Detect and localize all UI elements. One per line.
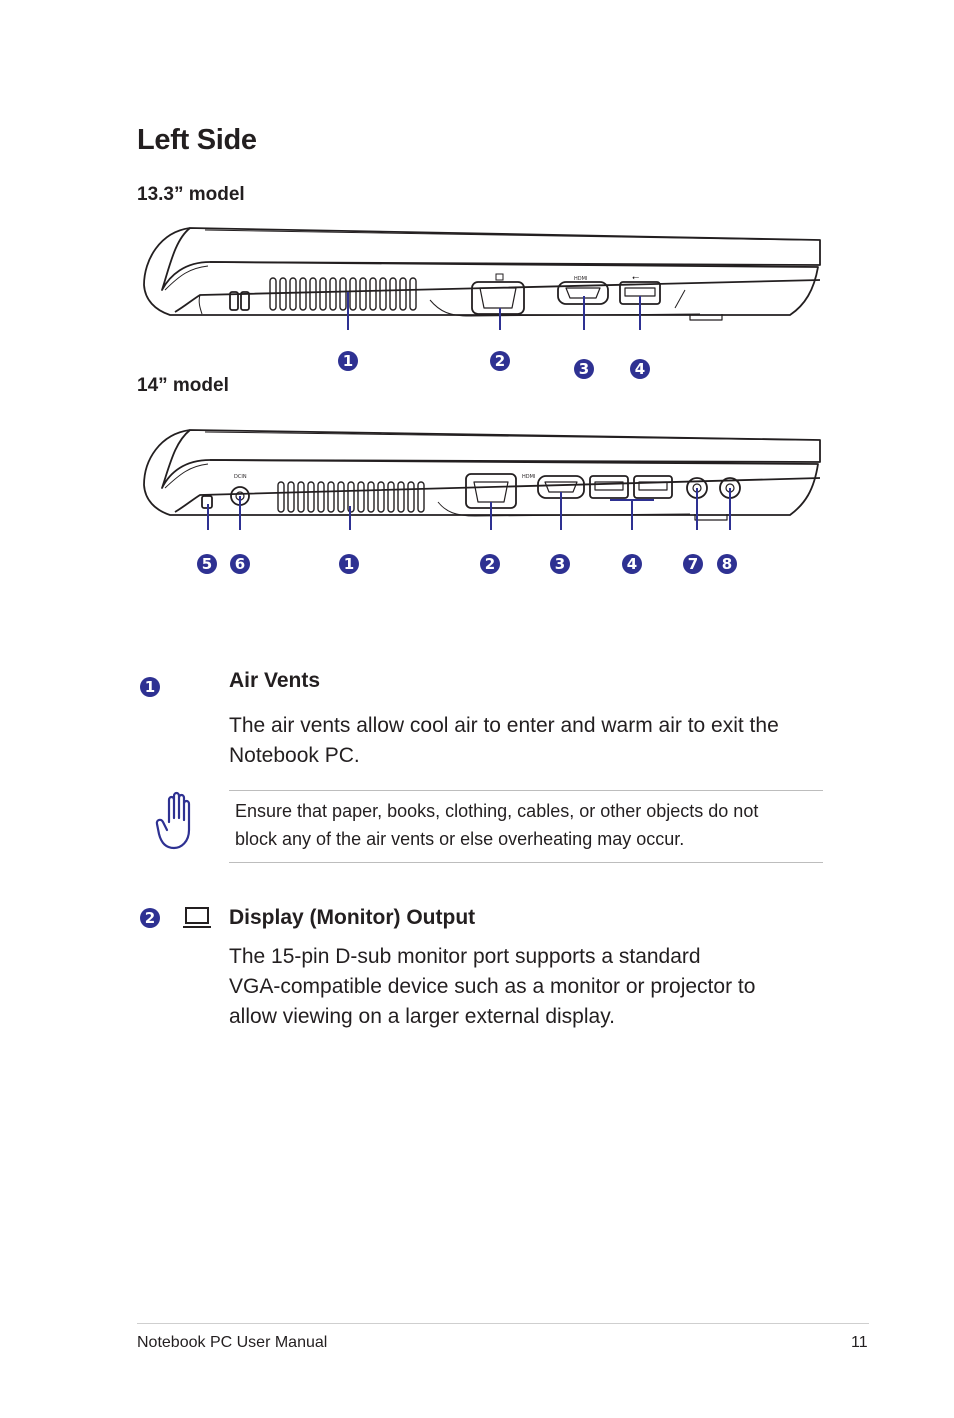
display-line-3: allow viewing on a larger external displ… — [229, 1005, 615, 1028]
callout-2-14: 2 — [480, 554, 500, 574]
callout-1: 1 — [338, 351, 358, 371]
note-line-2: block any of the air vents or else overh… — [235, 829, 685, 849]
callout-3-14: 3 — [550, 554, 570, 574]
hdmi-port-label-14: HDMI — [522, 474, 535, 480]
model-label-13: 13.3” model — [137, 184, 245, 205]
air-vents-note: Ensure that paper, books, clothing, cabl… — [235, 797, 835, 853]
hdmi-port-label: HDMI — [574, 276, 587, 282]
display-line-2: VGA-compatible device such as a monitor … — [229, 975, 756, 998]
display-output-description: The 15-pin D-sub monitor port supports a… — [229, 942, 839, 1032]
air-vents-description: The air vents allow cool air to enter an… — [229, 711, 839, 771]
callout-1-14: 1 — [339, 554, 359, 574]
callout-3: 3 — [574, 359, 594, 379]
footer-rule — [137, 1323, 869, 1324]
model-label-14: 14” model — [137, 375, 229, 396]
laptop-13-illustration: HDMI ⭠ — [143, 227, 821, 330]
air-vents-line-1: The air vents allow cool air to enter an… — [229, 714, 779, 737]
callout-2: 2 — [490, 351, 510, 371]
display-line-1: The 15-pin D-sub monitor port supports a… — [229, 945, 701, 968]
note-top-rule — [229, 790, 823, 791]
item-1-number: 1 — [140, 677, 160, 697]
usb-icon: ⭠ — [632, 273, 639, 283]
note-line-1: Ensure that paper, books, clothing, cabl… — [235, 801, 759, 821]
callout-7: 7 — [683, 554, 703, 574]
hand-stop-icon — [155, 791, 191, 850]
note-bottom-rule — [229, 862, 823, 863]
callout-4: 4 — [630, 359, 650, 379]
air-vents-line-2: Notebook PC. — [229, 744, 360, 767]
monitor-icon — [183, 907, 211, 928]
callout-4-14: 4 — [622, 554, 642, 574]
callout-5: 5 — [197, 554, 217, 574]
page-number: 11 — [851, 1334, 868, 1351]
callout-8: 8 — [717, 554, 737, 574]
air-vents-title: Air Vents — [229, 669, 321, 692]
display-output-title: Display (Monitor) Output — [229, 906, 476, 929]
footer-title: Notebook PC User Manual — [137, 1334, 328, 1351]
item-2-number: 2 — [140, 908, 160, 928]
page-title: Left Side — [137, 124, 257, 156]
dcin-port-label: DCIN — [234, 474, 247, 480]
callout-6: 6 — [230, 554, 250, 574]
laptop-14-illustration: DCIN HDMI — [143, 429, 821, 530]
